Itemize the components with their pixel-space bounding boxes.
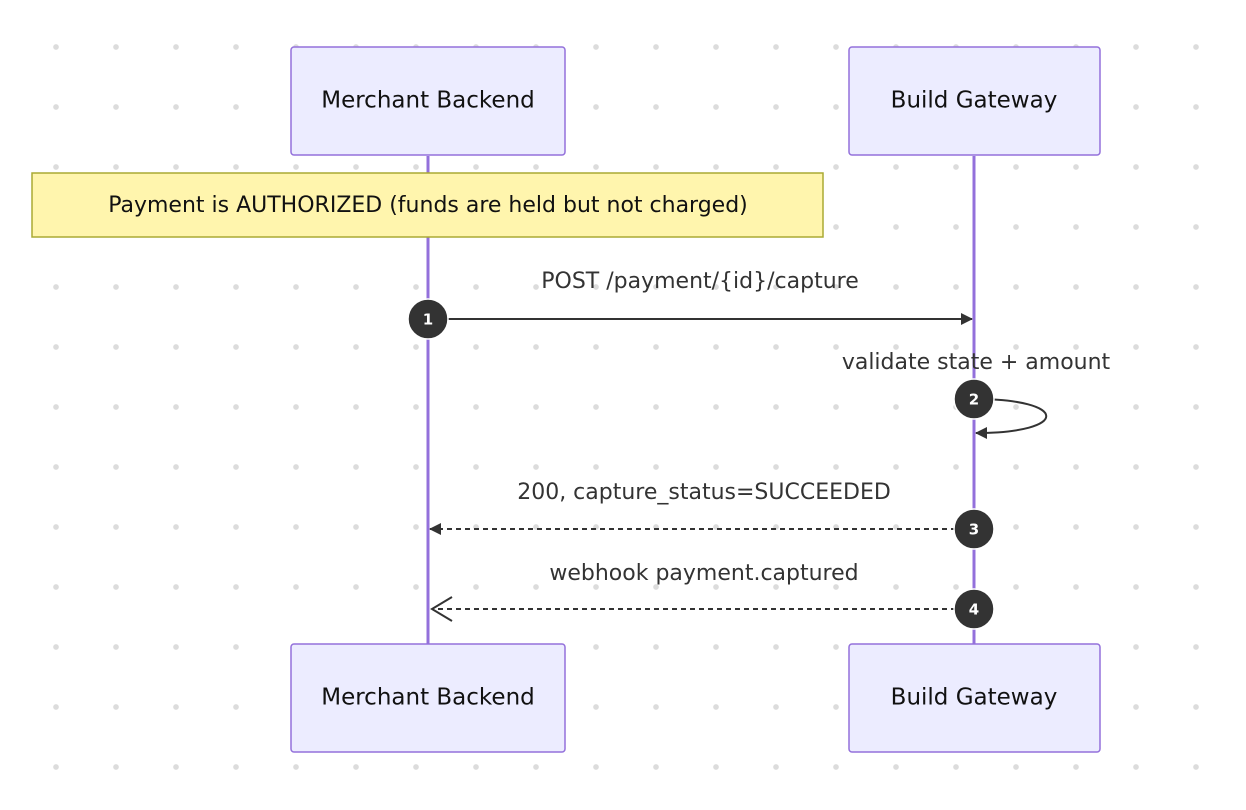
sequence-number-badge	[407, 298, 449, 340]
note-box	[31, 172, 824, 238]
sequence-number: 1	[423, 311, 433, 329]
message-1: POST /payment/{id}/capture 1	[407, 269, 973, 340]
participant-box	[848, 46, 1101, 156]
sequence-number-badge	[953, 378, 995, 420]
participant-label: Merchant Backend	[321, 685, 535, 711]
participant-label: Build Gateway	[891, 685, 1058, 711]
message-label: POST /payment/{id}/capture	[541, 269, 859, 294]
note: Payment is AUTHORIZED (funds are held bu…	[31, 172, 824, 238]
participant-gateway-bottom[interactable]: Build Gateway	[848, 643, 1101, 753]
note-text: Payment is AUTHORIZED (funds are held bu…	[108, 193, 748, 218]
sequence-number: 4	[969, 601, 979, 619]
participant-box	[290, 643, 566, 753]
sequence-number: 3	[969, 521, 979, 539]
open-arrowhead	[430, 596, 453, 622]
sequence-number: 2	[969, 391, 979, 409]
message-2: validate state + amount 2	[842, 350, 1111, 439]
sequence-number-badge	[953, 588, 995, 630]
participant-label: Build Gateway	[891, 88, 1058, 114]
participant-gateway-top[interactable]: Build Gateway	[848, 46, 1101, 156]
message-label: webhook payment.captured	[549, 561, 858, 586]
message-label: 200, capture_status=SUCCEEDED	[517, 480, 891, 505]
message-label: validate state + amount	[842, 350, 1111, 375]
participant-box	[290, 46, 566, 156]
message-4: webhook payment.captured 4	[430, 561, 995, 630]
message-3: 200, capture_status=SUCCEEDED 3	[429, 480, 995, 550]
participant-box	[848, 643, 1101, 753]
participant-merchant-top[interactable]: Merchant Backend	[290, 46, 566, 156]
message-arrow	[973, 398, 1047, 439]
sequence-number-badge	[953, 508, 995, 550]
participant-merchant-bottom[interactable]: Merchant Backend	[290, 643, 566, 753]
participant-label: Merchant Backend	[321, 88, 535, 114]
